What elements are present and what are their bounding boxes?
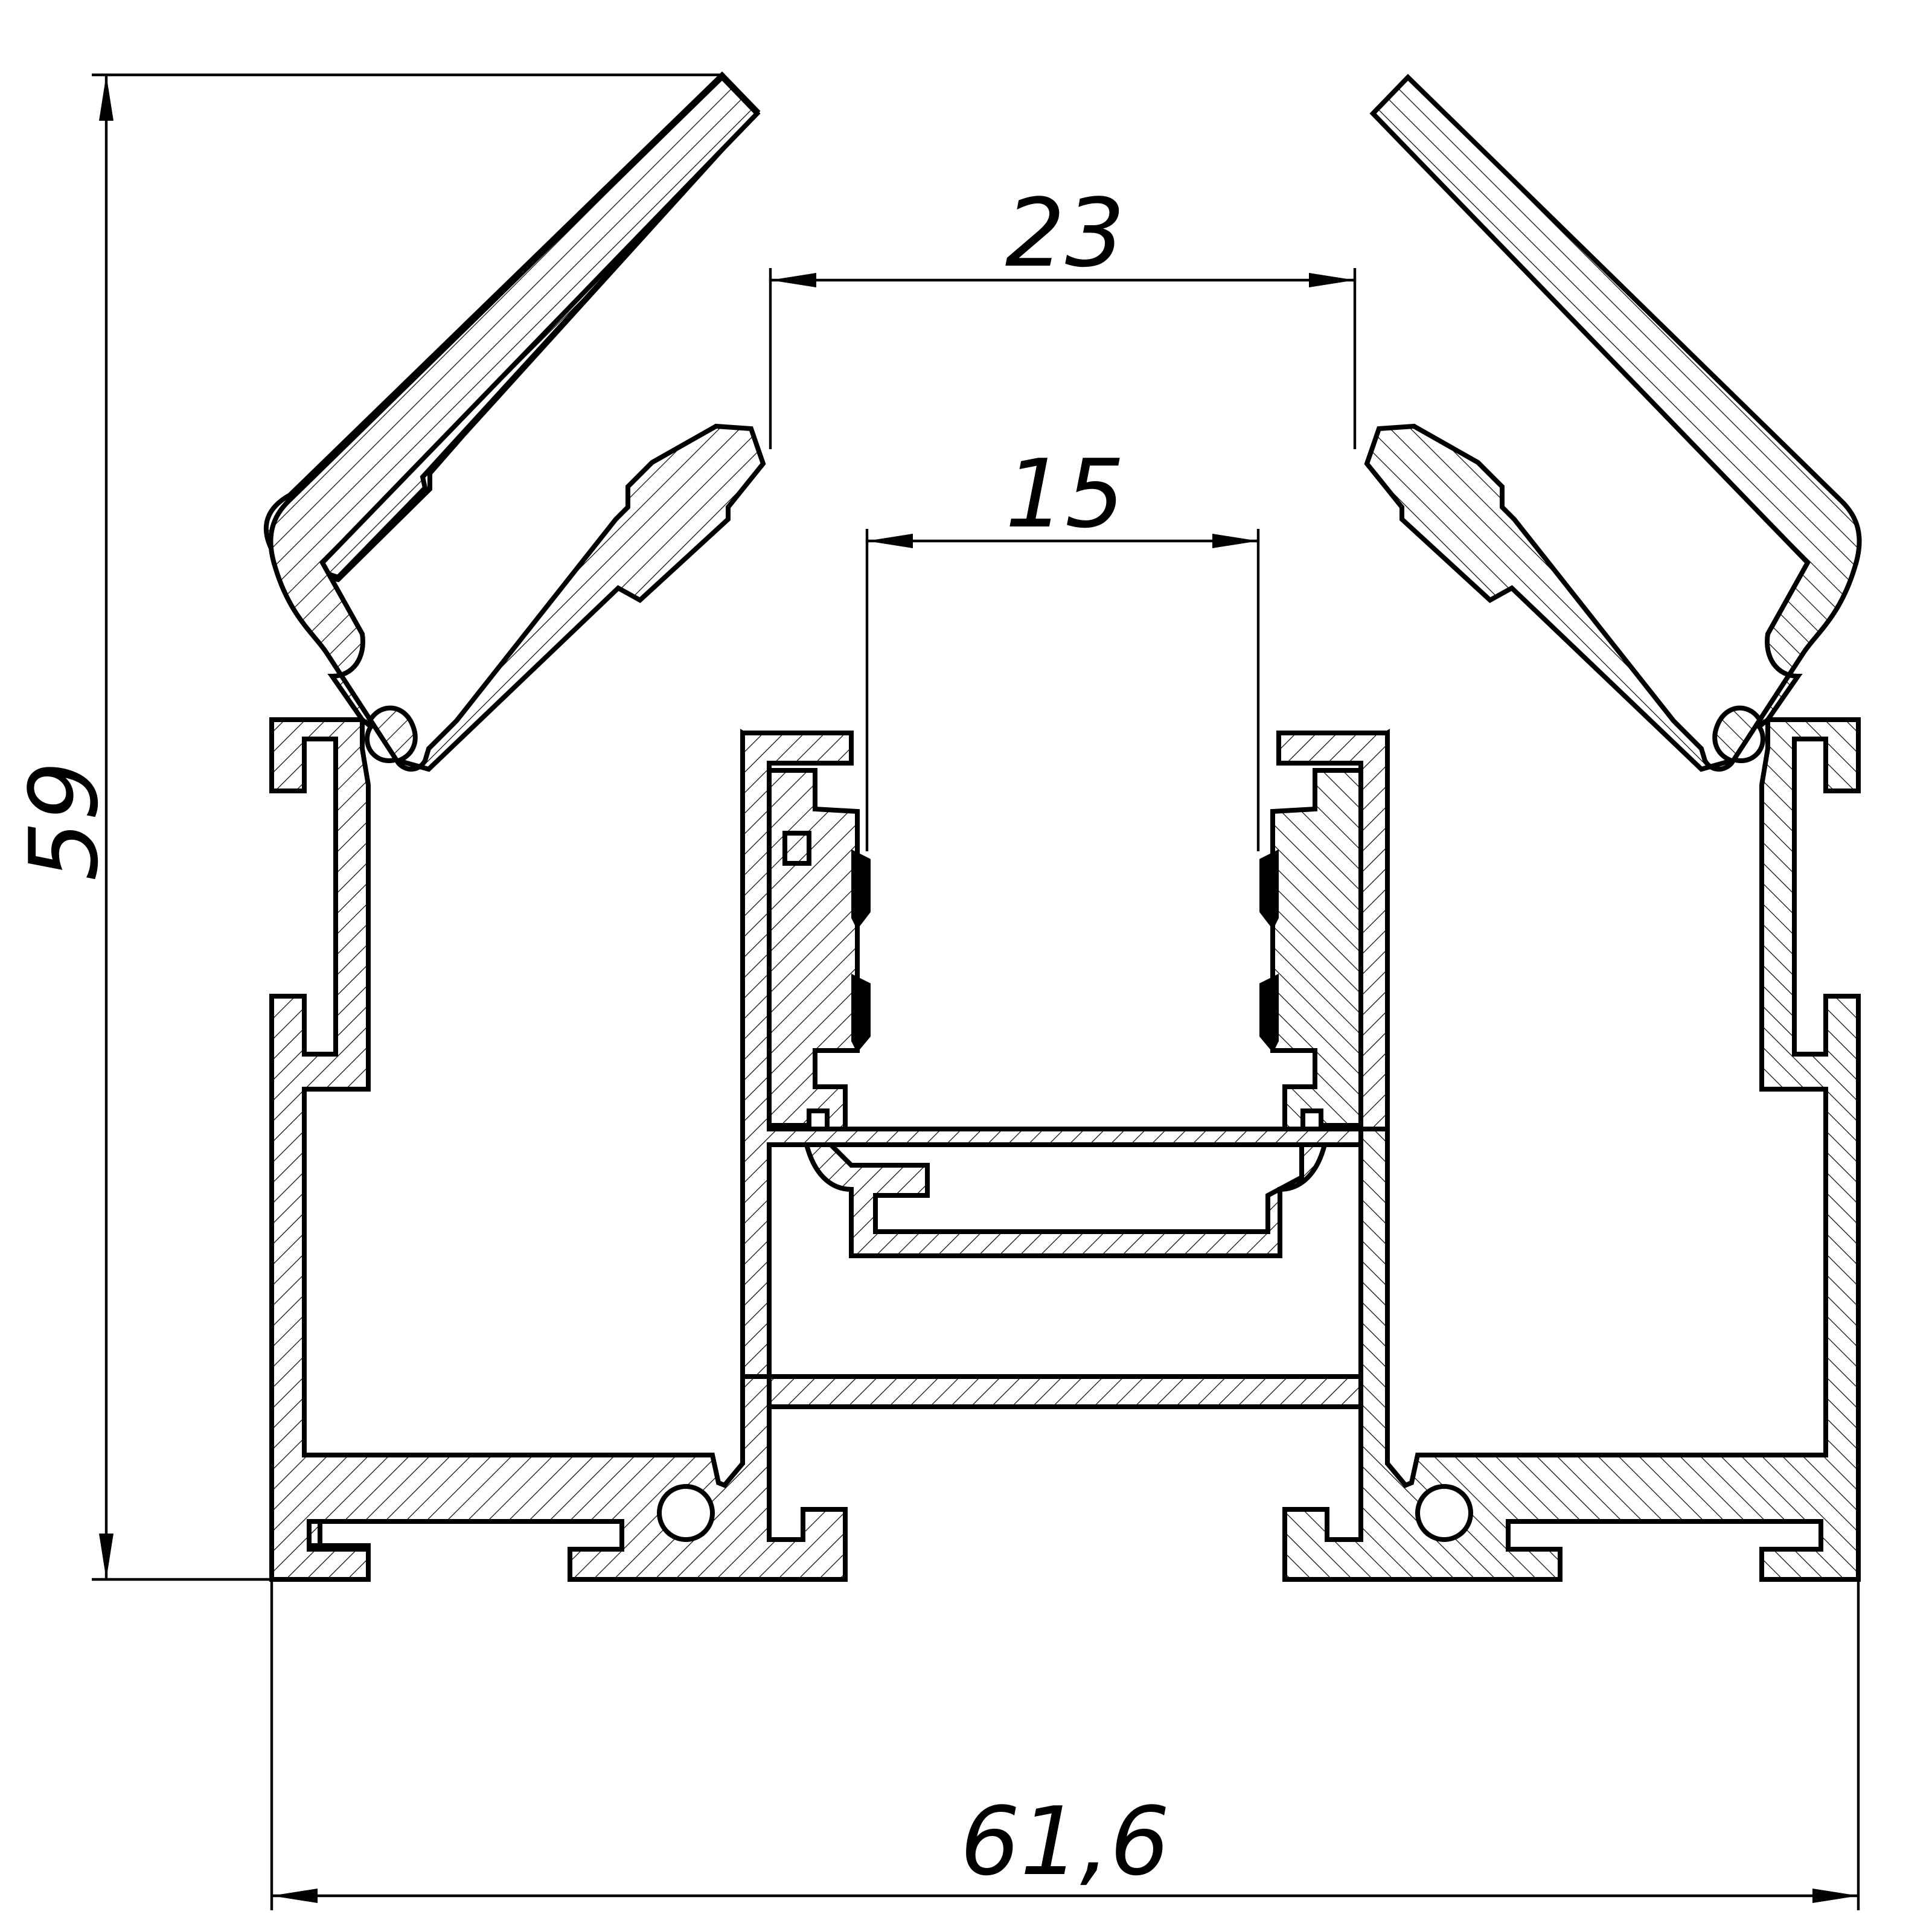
- left-insert-body: [767, 768, 860, 1131]
- height-dimension-label: 59: [9, 761, 119, 881]
- width-dimension-label: 61,6: [960, 1786, 1169, 1896]
- left-flap-body: [268, 74, 766, 772]
- dimension-width: 61,6: [270, 1579, 1860, 1910]
- right-gasket-lower: [1259, 973, 1279, 1053]
- left-gasket-upper: [851, 849, 871, 930]
- inner-dimension-label: 15: [1005, 439, 1125, 549]
- center-u-tray: [803, 1142, 1328, 1258]
- right-flap-body: [1364, 74, 1862, 772]
- opening-dimension-label: 23: [1005, 178, 1125, 288]
- height-arrow-top: [99, 75, 114, 121]
- inner-arrow-left: [867, 534, 913, 548]
- center-bridge: [767, 1374, 1363, 1409]
- center-right-post: [1276, 731, 1390, 1131]
- left-outer-frame: [269, 717, 848, 1582]
- left-body: [269, 715, 848, 1582]
- inner-arrow-right: [1212, 534, 1258, 548]
- left-bottom-screw-channel: [657, 1484, 715, 1542]
- dimension-height: 59: [9, 73, 724, 1581]
- right-angled-flap: [1364, 74, 1862, 772]
- right-gasket-upper: [1259, 849, 1279, 930]
- opening-arrow-left: [770, 273, 816, 287]
- right-bottom-screw-channel: [1415, 1484, 1473, 1542]
- central-channel: [740, 731, 1390, 1409]
- width-arrow-left: [272, 1889, 318, 1903]
- height-arrow-bottom: [99, 1534, 114, 1579]
- dimension-inner-opening: 15: [865, 439, 1260, 851]
- right-insert: [1259, 768, 1363, 1131]
- right-insert-body: [1270, 768, 1363, 1131]
- width-arrow-right: [1812, 1889, 1858, 1903]
- opening-arrow-right: [1309, 273, 1355, 287]
- left-angled-flap: [263, 71, 766, 772]
- left-insert: [767, 768, 871, 1131]
- right-outer-frame: [1282, 717, 1861, 1582]
- dimension-top-opening: 23: [769, 178, 1357, 449]
- left-gasket-lower: [851, 973, 871, 1053]
